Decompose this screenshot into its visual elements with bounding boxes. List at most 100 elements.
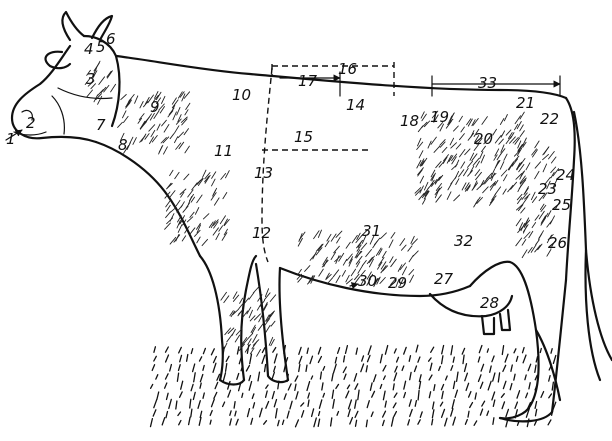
grass-stroke — [455, 390, 457, 397]
grass-stroke — [265, 365, 266, 372]
grass-stroke — [337, 412, 339, 416]
grass-stroke — [493, 400, 495, 406]
grass-stroke — [169, 399, 172, 408]
shade-stroke — [253, 335, 257, 343]
grass-stroke — [193, 392, 195, 399]
ground-grass — [151, 345, 556, 427]
shade-stroke — [481, 155, 484, 163]
shade-stroke — [333, 270, 338, 277]
grass-stroke — [323, 367, 325, 371]
grass-stroke — [404, 393, 406, 398]
shade-stroke — [468, 171, 473, 177]
shade-stroke — [152, 136, 157, 143]
shade-stroke — [178, 132, 183, 138]
grass-stroke — [331, 418, 332, 426]
grass-stroke — [310, 356, 313, 363]
shade-stroke — [506, 130, 511, 135]
grass-stroke — [334, 364, 337, 373]
shade-stroke — [524, 225, 529, 232]
grass-stroke — [463, 355, 464, 364]
grass-stroke — [223, 402, 225, 406]
grass-stroke — [250, 354, 252, 364]
shade-stroke — [497, 154, 501, 160]
grass-stroke — [526, 393, 528, 398]
shade-stroke — [142, 134, 146, 141]
label-7: 7 — [96, 116, 106, 134]
shade-stroke — [504, 175, 508, 181]
grass-stroke — [429, 392, 430, 398]
shade-stroke — [162, 96, 165, 103]
grass-stroke — [493, 373, 495, 381]
grass-stroke — [355, 400, 357, 408]
shade-stroke — [257, 350, 261, 357]
shade-stroke — [195, 208, 198, 215]
shade-stroke — [532, 223, 536, 228]
grass-stroke — [394, 412, 397, 417]
grass-stroke — [187, 355, 188, 362]
shade-stroke — [434, 146, 440, 152]
shade-stroke — [214, 198, 219, 205]
shade-stroke — [391, 259, 397, 267]
grass-stroke — [523, 355, 526, 363]
grass-stroke — [322, 383, 323, 390]
grass-stroke — [383, 391, 385, 400]
shade-stroke — [192, 183, 198, 190]
shade-stroke — [535, 162, 541, 168]
grass-stroke — [408, 420, 410, 425]
grass-stroke — [226, 364, 227, 372]
shade-stroke — [477, 184, 483, 190]
shade-stroke — [536, 240, 540, 245]
shade-stroke — [343, 259, 346, 265]
grass-stroke — [514, 374, 515, 380]
shade-stroke — [249, 310, 252, 318]
grass-stroke — [295, 376, 298, 381]
shade-stroke — [465, 149, 470, 155]
shade-stroke — [182, 236, 186, 241]
grass-stroke — [549, 394, 552, 398]
grass-stroke — [549, 376, 550, 382]
grass-stroke — [276, 409, 278, 418]
shade-stroke — [420, 186, 424, 193]
grass-stroke — [516, 356, 517, 361]
shade-stroke — [176, 235, 179, 242]
shade-stroke — [503, 189, 506, 194]
grass-stroke — [213, 363, 216, 372]
grass-stroke — [234, 402, 235, 409]
label-6: 6 — [106, 30, 116, 48]
shade-stroke — [178, 225, 182, 233]
grass-stroke — [179, 421, 181, 425]
grass-stroke — [493, 418, 494, 425]
grass-stroke — [274, 354, 277, 363]
shade-stroke — [391, 233, 395, 239]
shade-stroke — [172, 100, 178, 108]
shade-stroke — [170, 214, 174, 222]
shade-stroke — [456, 179, 459, 185]
grass-stroke — [475, 393, 476, 399]
grass-stroke — [200, 383, 201, 388]
grass-stroke — [214, 392, 217, 398]
grass-stroke — [165, 383, 167, 388]
grass-stroke — [235, 411, 236, 416]
grass-stroke — [395, 366, 397, 372]
shade-stroke — [501, 170, 507, 176]
shade-stroke — [525, 188, 529, 193]
shade-stroke — [351, 269, 355, 276]
shade-stroke — [170, 134, 174, 139]
grass-stroke — [151, 384, 153, 388]
shade-stroke — [451, 177, 457, 185]
shade-stroke — [459, 170, 464, 177]
shade-stroke — [468, 133, 474, 140]
grass-stroke — [258, 372, 260, 381]
shade-stroke — [305, 266, 310, 272]
label-30: 30 — [358, 272, 377, 290]
grass-stroke — [452, 400, 454, 409]
shade-stroke — [419, 151, 423, 158]
shade-stroke — [334, 246, 340, 253]
shade-stroke — [535, 215, 539, 220]
shade-stroke — [543, 164, 547, 172]
grass-stroke — [215, 382, 218, 388]
shade-stroke — [461, 127, 465, 132]
shade-stroke — [549, 152, 555, 159]
shade-stroke — [254, 314, 260, 320]
shade-stroke — [107, 71, 112, 78]
